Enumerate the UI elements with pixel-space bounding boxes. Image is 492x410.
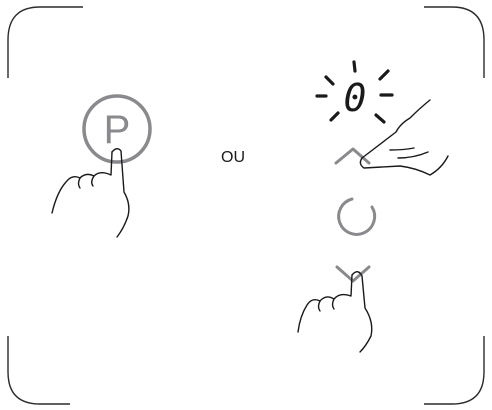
blinking-digit-icon: 0 — [315, 60, 394, 124]
chevron-up-icon — [334, 147, 371, 165]
display-digit: 0 — [344, 76, 367, 120]
hand-pointing-icon — [51, 148, 130, 238]
frame-corners — [7, 6, 485, 405]
hand-pointing-icon-top-right — [359, 99, 449, 176]
chevron-down-icon — [335, 265, 371, 283]
hand-pointing-icon-bottom — [297, 271, 373, 353]
circle-ring-icon — [337, 197, 377, 236]
separator-or-label: OU — [221, 149, 245, 166]
p-button-letter: P — [104, 108, 131, 152]
p-button-icon: P — [82, 94, 152, 164]
